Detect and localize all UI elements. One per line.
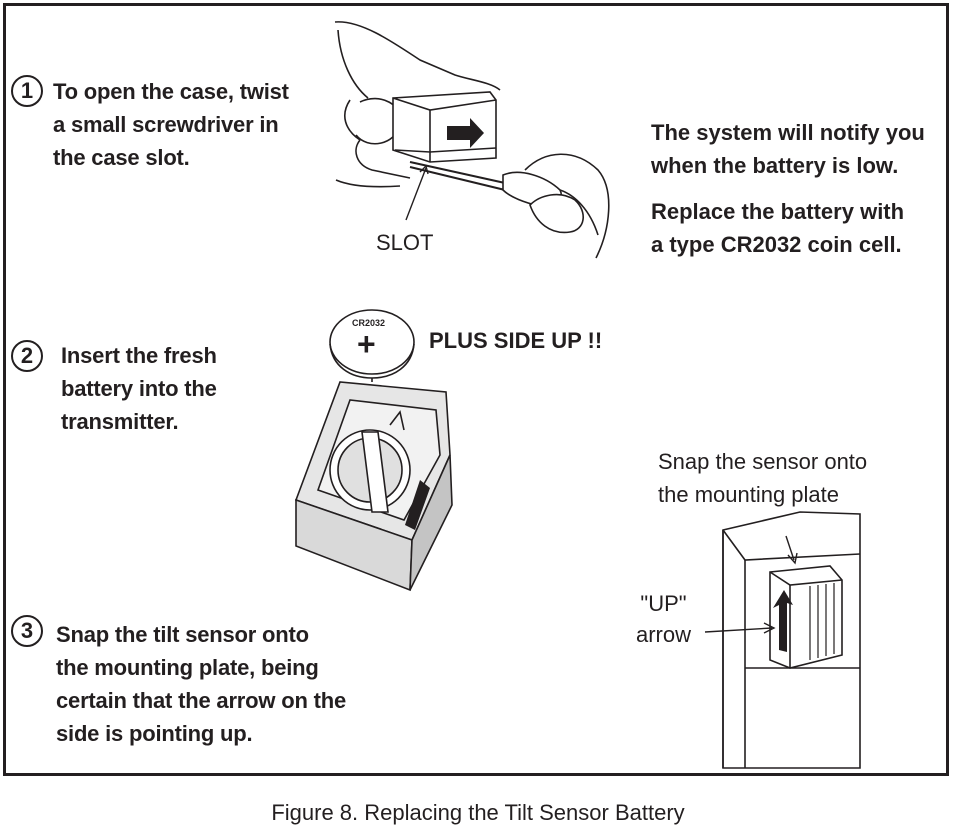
replace-line-1: Replace the battery with: [651, 199, 905, 224]
replace-line-2: a type CR2032 coin cell.: [651, 232, 902, 257]
snap-sensor-line-2: the mounting plate: [658, 482, 840, 507]
step-3-line-3: certain that the arrow on the: [56, 688, 347, 713]
up-arrow-label: "UP" arrow: [636, 588, 691, 650]
notify-line-2: when the battery is low.: [651, 153, 899, 178]
battery-plus-sign: +: [357, 326, 376, 362]
snap-sensor-label: Snap the sensor onto the mounting plate: [658, 445, 867, 511]
step-2-text: Insert the fresh battery into the transm…: [61, 339, 217, 438]
step-2-line-2: battery into the: [61, 376, 217, 401]
mounting-plate-illustration: [704, 511, 861, 769]
battery-replace-note: Replace the battery with a type CR2032 c…: [651, 195, 904, 261]
battery-notify-note: The system will notify you when the batt…: [651, 116, 925, 182]
slot-label: SLOT: [376, 230, 434, 255]
snap-sensor-line-1: Snap the sensor onto: [658, 449, 868, 474]
step-2-number: 2: [11, 340, 43, 372]
step-3-line-2: the mounting plate, being: [56, 655, 319, 680]
step-1-line-3: the case slot.: [53, 145, 190, 170]
step-1-line-2: a small screwdriver in: [53, 112, 279, 137]
step-3-number: 3: [11, 615, 43, 647]
step-1-number: 1: [11, 75, 43, 107]
plus-side-up-label: PLUS SIDE UP !!: [429, 328, 603, 353]
step-3-line-4: side is pointing up.: [56, 721, 253, 746]
step-2-line-1: Insert the fresh: [61, 343, 217, 368]
step-1-text: To open the case, twist a small screwdri…: [53, 75, 289, 174]
battery-insert-illustration: [294, 309, 453, 592]
step-3-line-1: Snap the tilt sensor onto: [56, 622, 309, 647]
notify-line-1: The system will notify you: [651, 120, 925, 145]
up-arrow-line-1: "UP": [640, 591, 687, 616]
step-3-text: Snap the tilt sensor onto the mounting p…: [56, 618, 346, 750]
open-case-illustration: [334, 21, 610, 259]
figure-frame: [3, 3, 949, 776]
step-2-line-3: transmitter.: [61, 409, 179, 434]
battery-type-label: CR2032: [352, 318, 386, 328]
step-1-line-1: To open the case, twist: [53, 79, 289, 104]
up-arrow-line-2: arrow: [636, 622, 692, 647]
figure-caption: Figure 8. Replacing the Tilt Sensor Batt…: [271, 800, 685, 825]
